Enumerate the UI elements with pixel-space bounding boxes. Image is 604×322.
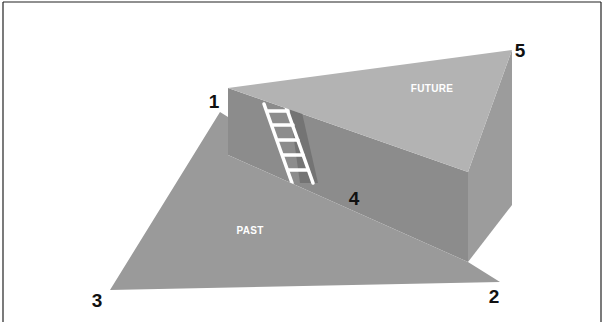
- surface-label: FUTURE: [411, 83, 453, 94]
- frame-line: [600, 2, 601, 322]
- surface-label: PAST: [236, 225, 263, 236]
- callout-number: 3: [92, 291, 103, 310]
- future-top-face: FUTURE: [228, 50, 512, 172]
- callout-number: 1: [209, 92, 220, 111]
- callout-number: 4: [349, 189, 360, 208]
- callout-number: 5: [515, 41, 526, 60]
- callout-number: 2: [489, 287, 500, 306]
- frame-line: [2, 2, 3, 322]
- frame-line: [3, 1, 601, 2]
- future-top-face-shape: [228, 50, 512, 172]
- ladder: [264, 104, 313, 183]
- future-top-face-polygon: [228, 50, 512, 172]
